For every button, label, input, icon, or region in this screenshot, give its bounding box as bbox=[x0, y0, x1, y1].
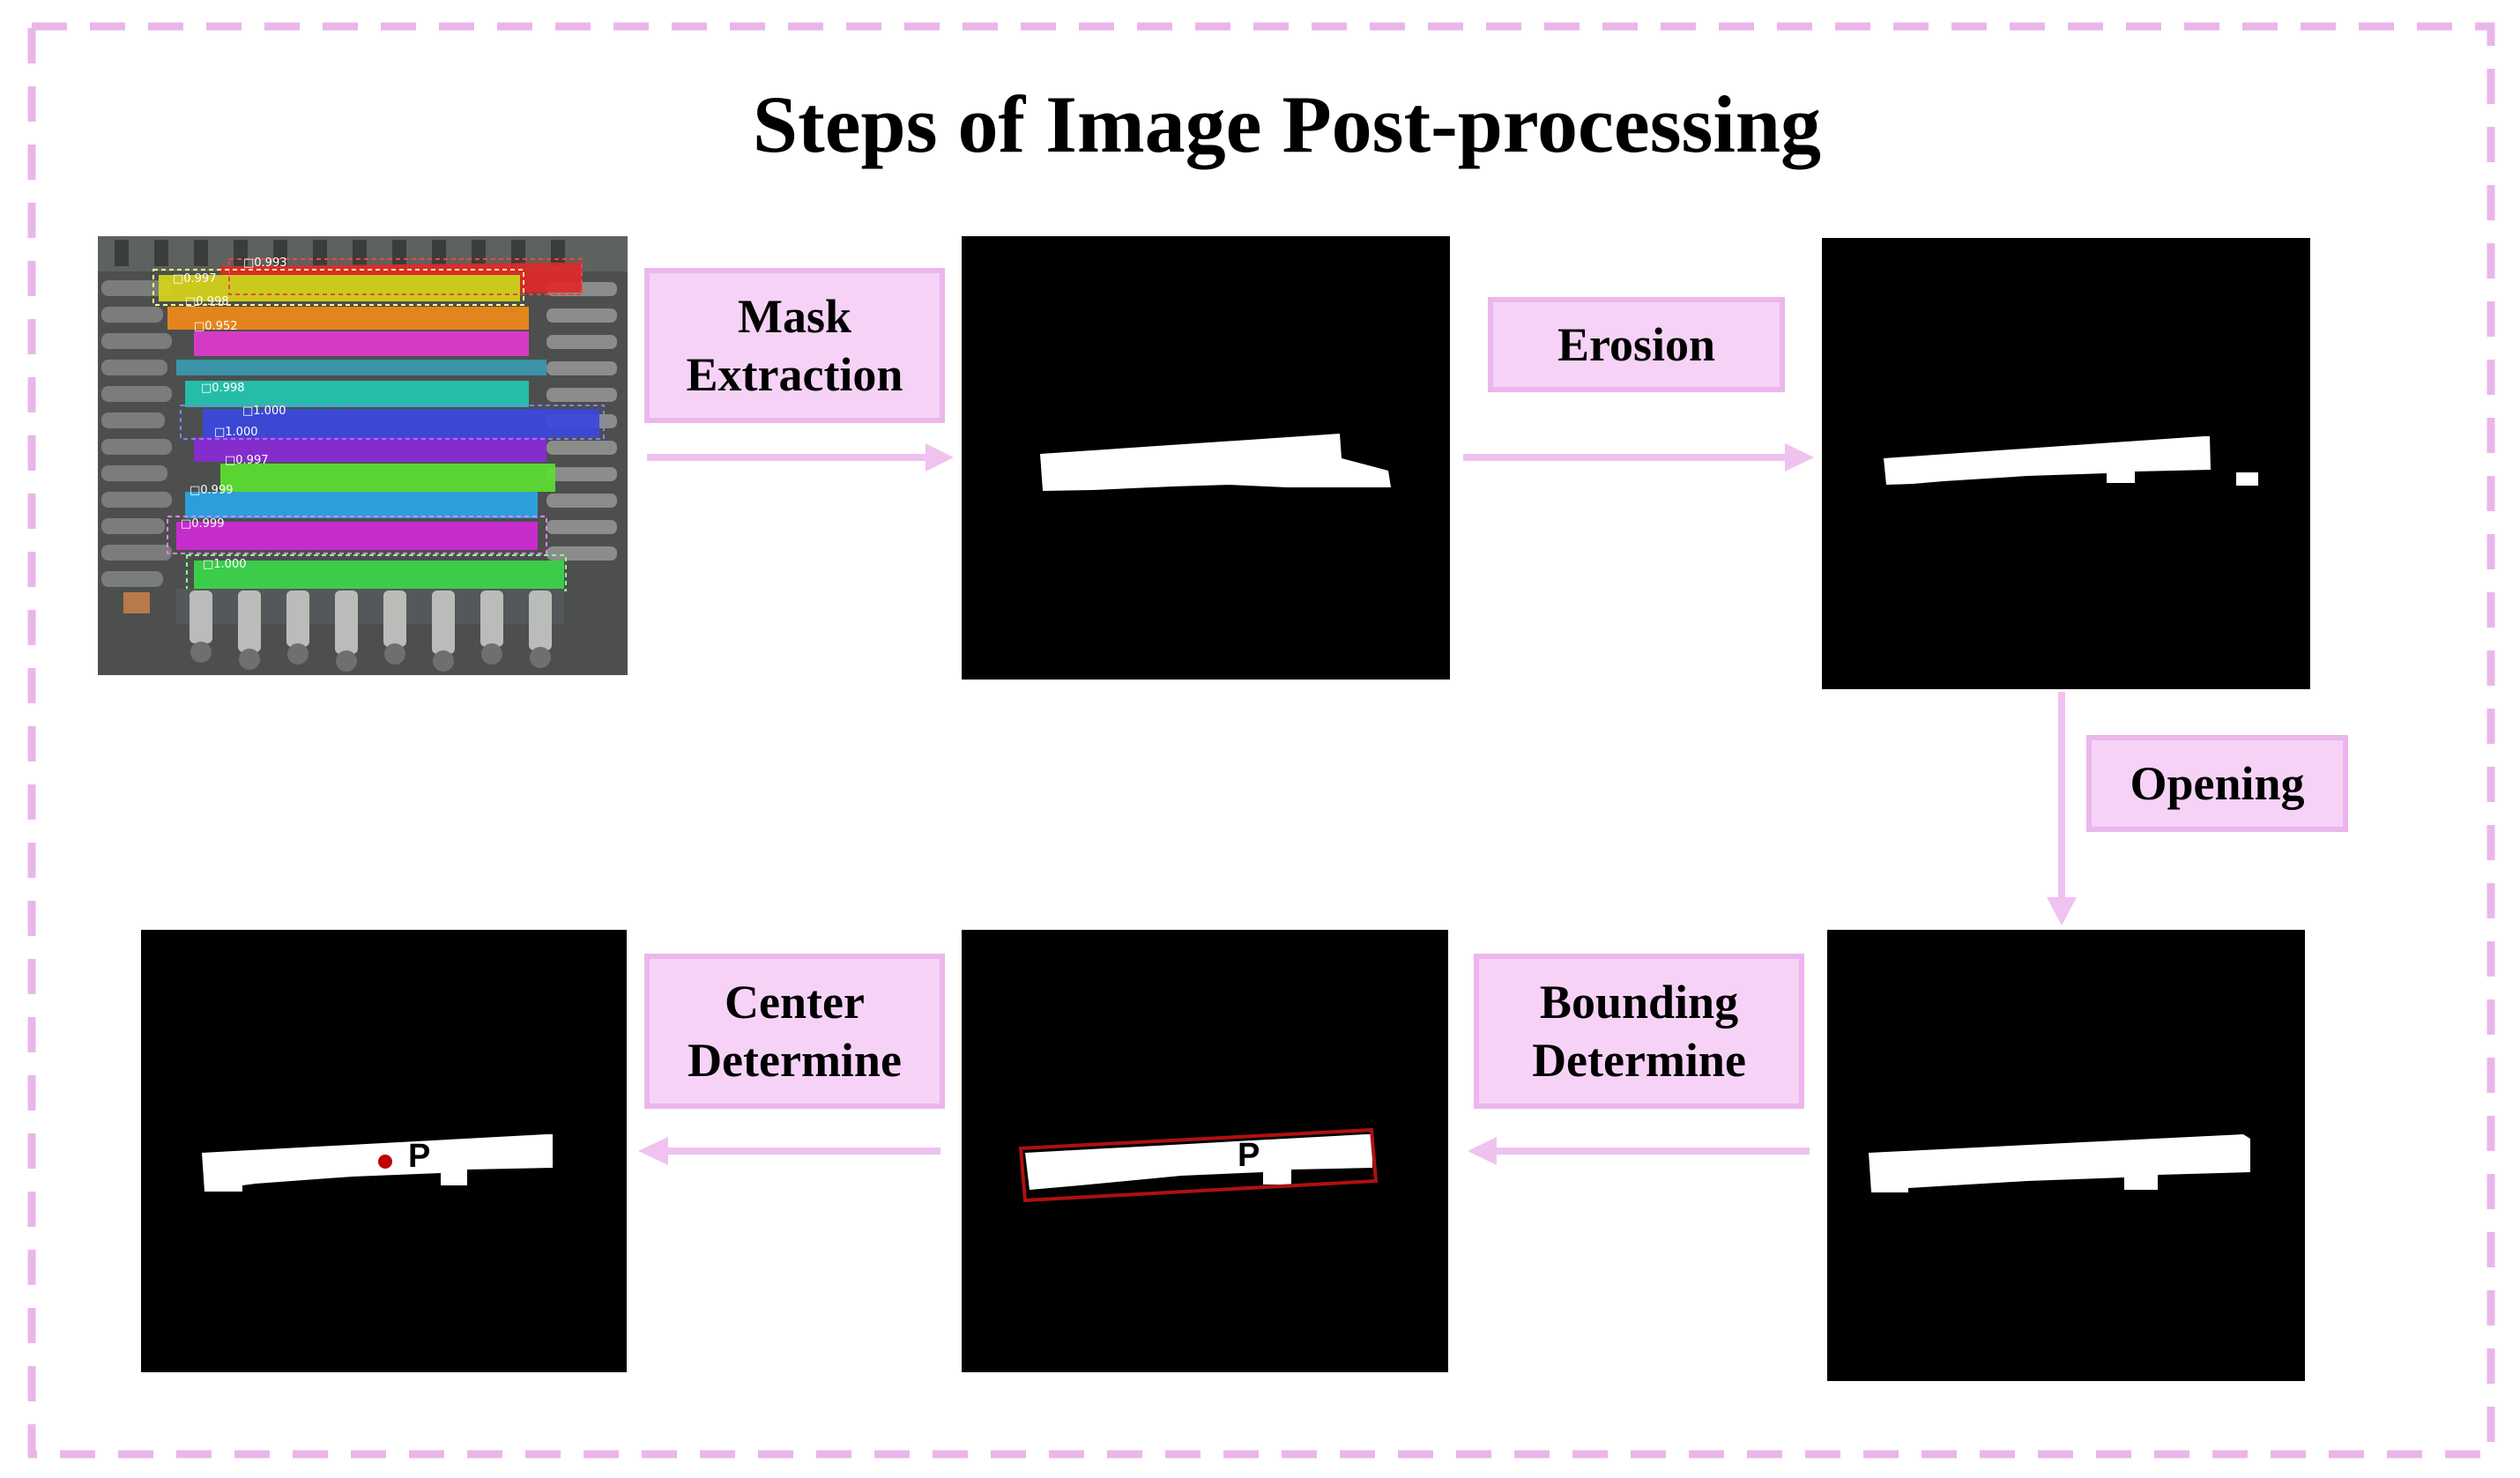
step-label-line: Mask bbox=[737, 290, 851, 343]
center-dot bbox=[378, 1155, 392, 1169]
point-label-bounding: P bbox=[1238, 1137, 1260, 1174]
step-label-line: Determine bbox=[688, 1034, 902, 1087]
dashed-frame bbox=[27, 22, 2495, 1459]
arrows bbox=[638, 443, 2077, 1165]
step-label-bounding: Bounding Determine bbox=[1474, 954, 1804, 1109]
step-label-line: Center bbox=[725, 976, 865, 1029]
step-label-mask-extraction: Mask Extraction bbox=[644, 268, 945, 423]
detection-score-label: □0.997 bbox=[173, 272, 217, 286]
detection-score-label: □0.999 bbox=[190, 484, 234, 497]
detection-score-label: □0.998 bbox=[201, 382, 245, 395]
step-label-line: Bounding bbox=[1539, 976, 1739, 1029]
input-photo: □0.993 □0.997 □0.998 □0.952 □0.998 □1.000 □1.0… bbox=[98, 236, 628, 675]
opened-mask bbox=[1869, 1134, 2250, 1192]
detection-score-label: □0.999 bbox=[181, 517, 225, 531]
detection-score-label: □1.000 bbox=[214, 426, 258, 439]
point-label-center: P bbox=[408, 1138, 431, 1175]
centered-mask bbox=[202, 1134, 553, 1192]
step-label-line: Erosion bbox=[1557, 318, 1716, 371]
step-label-opening: Opening bbox=[2086, 735, 2348, 832]
detection-score-label: □1.000 bbox=[203, 558, 247, 571]
page-title: Steps of Image Post-processing bbox=[752, 79, 1822, 169]
step-label-line: Determine bbox=[1532, 1034, 1746, 1087]
eroded-blob bbox=[2236, 472, 2258, 486]
eroded-mask bbox=[1884, 436, 2211, 485]
step-label-erosion: Erosion bbox=[1488, 297, 1785, 392]
detection-score-label: □0.952 bbox=[194, 320, 238, 333]
step-label-line: Extraction bbox=[686, 348, 903, 401]
bounding-box bbox=[1018, 1127, 1379, 1203]
detection-score-label: □0.998 bbox=[185, 295, 229, 308]
detection-score-label: □0.993 bbox=[243, 256, 287, 270]
step-label-line: Opening bbox=[2130, 757, 2305, 810]
detection-score-label: □1.000 bbox=[242, 405, 286, 418]
detection-score-label: □0.997 bbox=[225, 454, 269, 467]
extracted-mask bbox=[1040, 434, 1391, 491]
bounded-mask bbox=[1025, 1134, 1372, 1190]
step-label-center: Center Determine bbox=[644, 954, 945, 1109]
